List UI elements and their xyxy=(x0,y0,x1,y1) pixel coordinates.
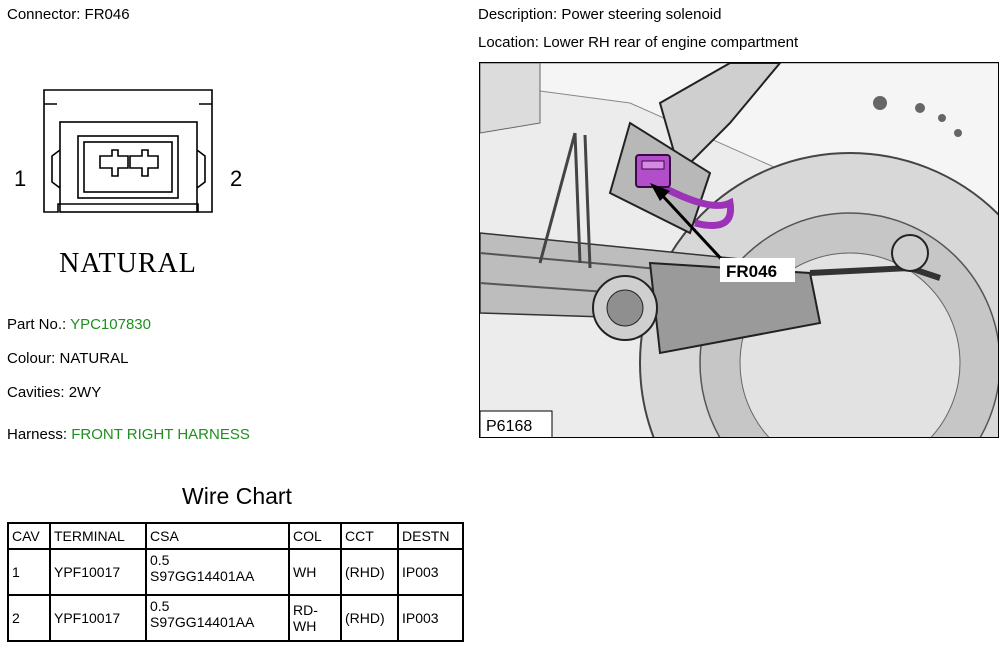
connector-label: Connector: xyxy=(7,6,81,23)
part-no-label: Part No.: xyxy=(7,316,67,333)
description-line: Description: Power steering solenoid xyxy=(478,6,721,23)
header-terminal: TERMINAL xyxy=(49,522,147,550)
part-no-line: Part No.: YPC107830 xyxy=(7,316,151,333)
cell-cav: 1 xyxy=(7,548,51,596)
colour-value: NATURAL xyxy=(59,350,129,367)
cell-cav: 2 xyxy=(7,594,51,642)
wire-chart-title: Wire Chart xyxy=(182,483,292,509)
photo-callout-label: FR046 xyxy=(726,262,777,281)
header-col: COL xyxy=(288,522,342,550)
colour-label: Colour: xyxy=(7,350,56,367)
cell-csa: 0.5 S97GG14401AA xyxy=(145,594,290,642)
colour-line: Colour: NATURAL xyxy=(7,350,128,367)
cavities-line: Cavities: 2WY xyxy=(7,384,101,401)
pin-2-label: 2 xyxy=(230,166,242,191)
cell-col: RD- WH xyxy=(288,594,342,642)
table-row: 1 YPF10017 0.5 S97GG14401AA WH (RHD) IP0… xyxy=(7,548,464,596)
location-value: Lower RH rear of engine compartment xyxy=(543,34,799,51)
csa-code: S97GG14401AA xyxy=(150,614,255,630)
connector-line: Connector: FR046 xyxy=(7,6,130,23)
cell-csa: 0.5 S97GG14401AA xyxy=(145,548,290,596)
connector-value: FR046 xyxy=(84,6,130,23)
connector-colour-label: NATURAL xyxy=(59,248,197,279)
pin-1-label: 1 xyxy=(14,166,26,191)
cell-terminal: YPF10017 xyxy=(49,594,147,642)
location-line: Location: Lower RH rear of engine compar… xyxy=(478,34,798,51)
header-cav: CAV xyxy=(7,522,51,550)
header-csa: CSA xyxy=(145,522,290,550)
part-no-link[interactable]: YPC107830 xyxy=(70,316,151,333)
cavities-value: 2WY xyxy=(68,384,102,401)
csa-code: S97GG14401AA xyxy=(150,568,255,584)
header-cct: CCT xyxy=(340,522,399,550)
csa-size: 0.5 xyxy=(150,598,170,614)
csa-size: 0.5 xyxy=(150,552,170,568)
cell-cct: (RHD) xyxy=(340,548,399,596)
location-label: Location: xyxy=(478,34,539,51)
harness-label: Harness: xyxy=(7,426,68,443)
location-illustration: FR046 P6168 xyxy=(479,62,999,438)
description-value: Power steering solenoid xyxy=(561,6,722,23)
cell-cct: (RHD) xyxy=(340,594,399,642)
harness-link[interactable]: FRONT RIGHT HARNESS xyxy=(71,426,250,443)
connector-face-diagram: 1 2 NATURAL xyxy=(14,89,242,279)
description-label: Description: xyxy=(478,6,558,23)
wire-chart-table: CAV TERMINAL CSA COL CCT DESTN 1 YPF1001… xyxy=(7,522,464,642)
table-row: 2 YPF10017 0.5 S97GG14401AA RD- WH (RHD)… xyxy=(7,594,464,642)
harness-line: Harness: FRONT RIGHT HARNESS xyxy=(7,426,250,443)
cavities-label: Cavities: xyxy=(7,384,65,401)
photo-ref-label: P6168 xyxy=(486,418,532,435)
cell-col: WH xyxy=(288,548,342,596)
cell-destn: IP003 xyxy=(397,548,464,596)
header-destn: DESTN xyxy=(397,522,464,550)
table-header-row: CAV TERMINAL CSA COL CCT DESTN xyxy=(7,522,464,550)
cell-destn: IP003 xyxy=(397,594,464,642)
cell-terminal: YPF10017 xyxy=(49,548,147,596)
